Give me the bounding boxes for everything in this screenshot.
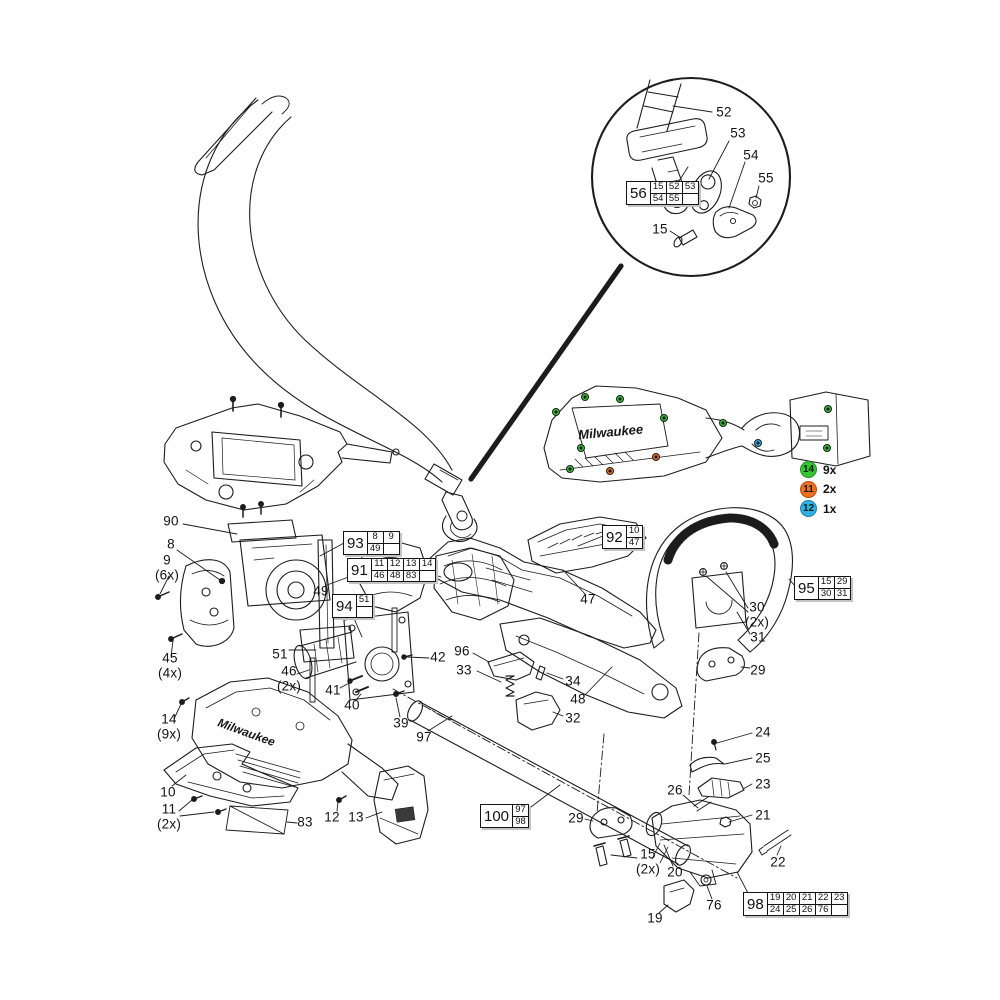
legend-count-12: 1x [823,501,837,516]
drive-shaft-tube [393,690,691,866]
legend-item-11: 11 2x [800,480,837,498]
legend-dot-12: 12 [800,500,817,517]
gearbox-assembly [293,607,415,703]
legend-item-14: 14 9x [800,461,836,478]
gear-head-assembly [589,739,792,913]
legend: 14 9x 11 2x 12 1x [800,461,836,517]
battery-contact-part [155,559,235,647]
detail-circle-view [590,76,792,278]
assembled-head-right-view: Milwaukee [543,385,871,483]
left-housing-interior-view [163,395,400,511]
legend-dot-11: 11 [800,480,817,498]
legend-count-14: 9x [823,462,837,477]
pointer-line [468,263,624,482]
leader-lines [159,105,796,914]
centerlines [392,632,738,879]
legend-item-12: 12 1x [800,500,836,517]
brand-logo-right-view: Milwaukee [578,422,644,443]
shoulder-strap [194,95,478,543]
legend-count-11: 2x [823,482,837,496]
housing-halves [427,537,683,719]
trigger-parts [487,651,561,731]
motor-assembly [227,501,355,663]
legend-dot-14: 14 [800,461,817,478]
loop-handle-assembly [646,507,793,682]
powerhead-front-view: Milwaukee [163,677,429,845]
top-cover-part [527,516,647,574]
brand-logo-front-view: Milwaukee [216,715,277,749]
